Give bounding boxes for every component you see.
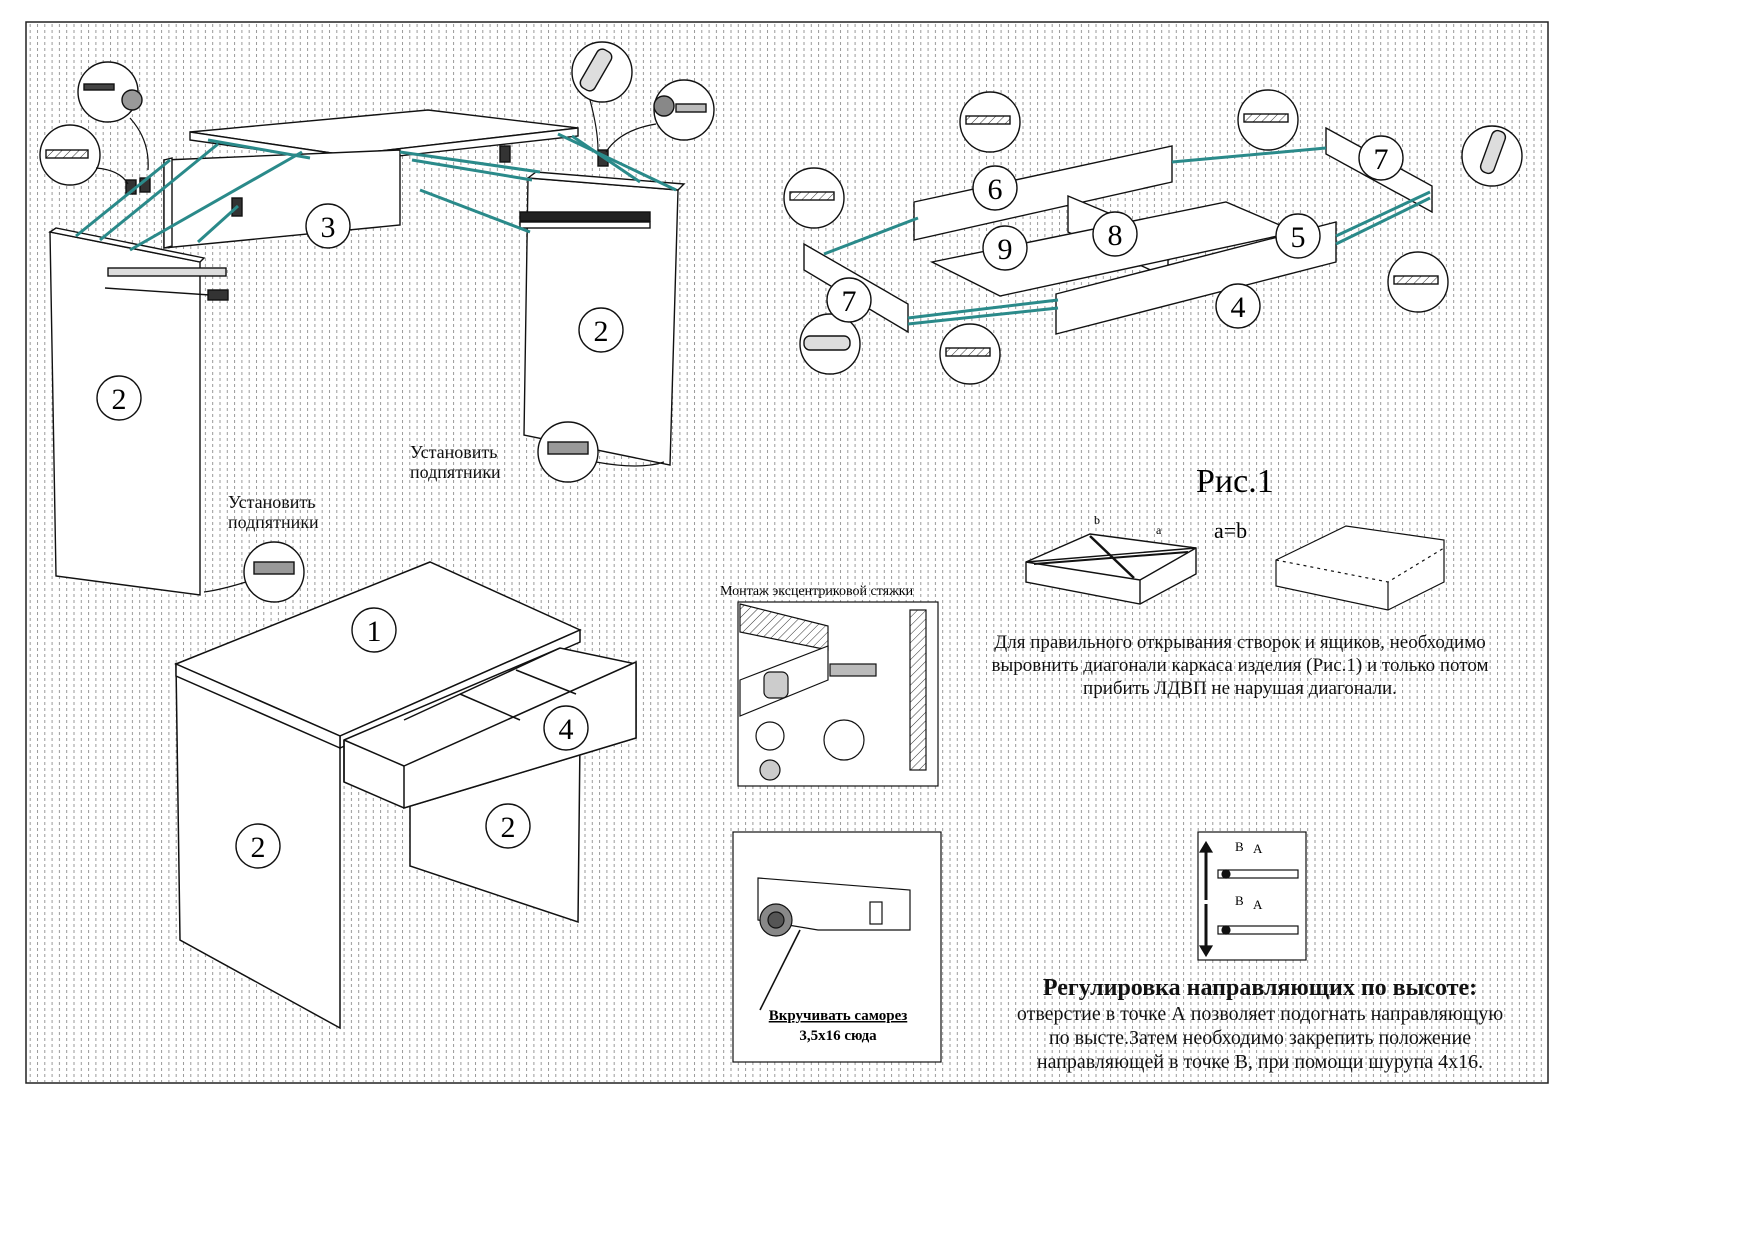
ab-equal-label: a=b: [1214, 518, 1247, 543]
drawer-front-panel: [1055, 221, 1337, 335]
install-glides-label-2b: подпятники: [228, 512, 319, 532]
diagonal-note: Для правильного открывания створок и ящи…: [950, 631, 1530, 700]
part-num-right-side: 2: [594, 315, 609, 348]
exploded-cabinet: [48, 109, 686, 596]
guide-adjust-diagram: [1197, 831, 1307, 961]
part-num-left-side: 2: [112, 383, 127, 416]
part-num-desk-left: 2: [251, 831, 266, 864]
part-num-drawer-side-left: 7: [842, 285, 857, 318]
point-b-label-2: B: [1235, 893, 1244, 908]
part-num-drawer-side-right: 7: [1374, 143, 1389, 176]
alignment-lines: [75, 132, 677, 252]
part-num-drawer-divider: 8: [1108, 219, 1123, 252]
install-glides-label-2a: Установить: [228, 492, 316, 512]
drawer-hardware-callouts: [783, 89, 1523, 385]
part-num-desk-drawer: 4: [559, 713, 574, 746]
diag-a-label: a: [1156, 523, 1162, 537]
diagonal-box-figure: [1025, 533, 1197, 605]
screw-here-line2: 3,5x16 сюда: [799, 1028, 877, 1044]
assembled-desk: [174, 561, 637, 1030]
part-num-drawer-front-inner: 5: [1291, 221, 1306, 254]
desk-part-numbers: 1 4 2 2: [235, 607, 589, 869]
guide-adjust-line3: направляющей в точке В, при помощи шуруп…: [1036, 1051, 1484, 1073]
hardware-callouts: [39, 41, 715, 603]
point-a-label-1: A: [1253, 841, 1263, 856]
drawer-back-panel: [913, 145, 1173, 241]
part-num-desk-top: 1: [367, 615, 382, 648]
screw-detail-box: [732, 831, 942, 1063]
part-num-drawer-back: 6: [988, 173, 1003, 206]
guide-adjust-line2: по высте.Затем необходимо закрепить поло…: [1048, 1027, 1472, 1049]
diagonal-note-line2: выровнить диагонали каркаса изделия (Рис…: [991, 655, 1489, 676]
part-num-top: 3: [321, 211, 336, 244]
part-num-drawer-bottom: 9: [998, 233, 1013, 266]
eccentric-title: Монтаж эксцентриковой стяжки: [720, 584, 914, 599]
assembly-instruction-sheet: 3 2 2 Установить подпятники Установить п…: [25, 21, 1549, 1084]
eccentric-diagram: [737, 601, 939, 787]
part-num-drawer-front: 4: [1231, 291, 1246, 324]
part-num-desk-right: 2: [501, 811, 516, 844]
drawer-alignment-lines: [823, 146, 1431, 326]
guide-adjust-line1: отверстие в точке А позволяет подогнать …: [1016, 1003, 1504, 1025]
install-glides-label-1a: Установить: [410, 442, 498, 462]
drawer-part-numbers: 6 7 8 9 5 4 7: [826, 135, 1404, 329]
guide-adjust-note: Регулировка направляющих по высоте: отве…: [970, 974, 1550, 1074]
install-glides-label-1b: подпятники: [410, 462, 501, 482]
diagonal-note-line1: Для правильного открывания створок и ящи…: [994, 632, 1486, 653]
eccentric-rotate-icon: [755, 721, 785, 751]
point-b-label-1: B: [1235, 839, 1244, 854]
nailed-box-figure: [1275, 525, 1445, 611]
page-border: [25, 21, 1549, 1084]
point-a-label-2: A: [1253, 897, 1263, 912]
figure-title: Рис.1: [1196, 463, 1274, 500]
diag-b-label: b: [1094, 513, 1100, 527]
part-number-markers: 3 2 2: [96, 203, 624, 421]
guide-adjust-title: Регулировка направляющих по высоте:: [1042, 975, 1478, 1001]
diagonal-note-line3: прибить ЛДВП не нарушая диагонали.: [1083, 678, 1397, 699]
screw-here-line1: Вкручивать саморез: [769, 1008, 908, 1024]
